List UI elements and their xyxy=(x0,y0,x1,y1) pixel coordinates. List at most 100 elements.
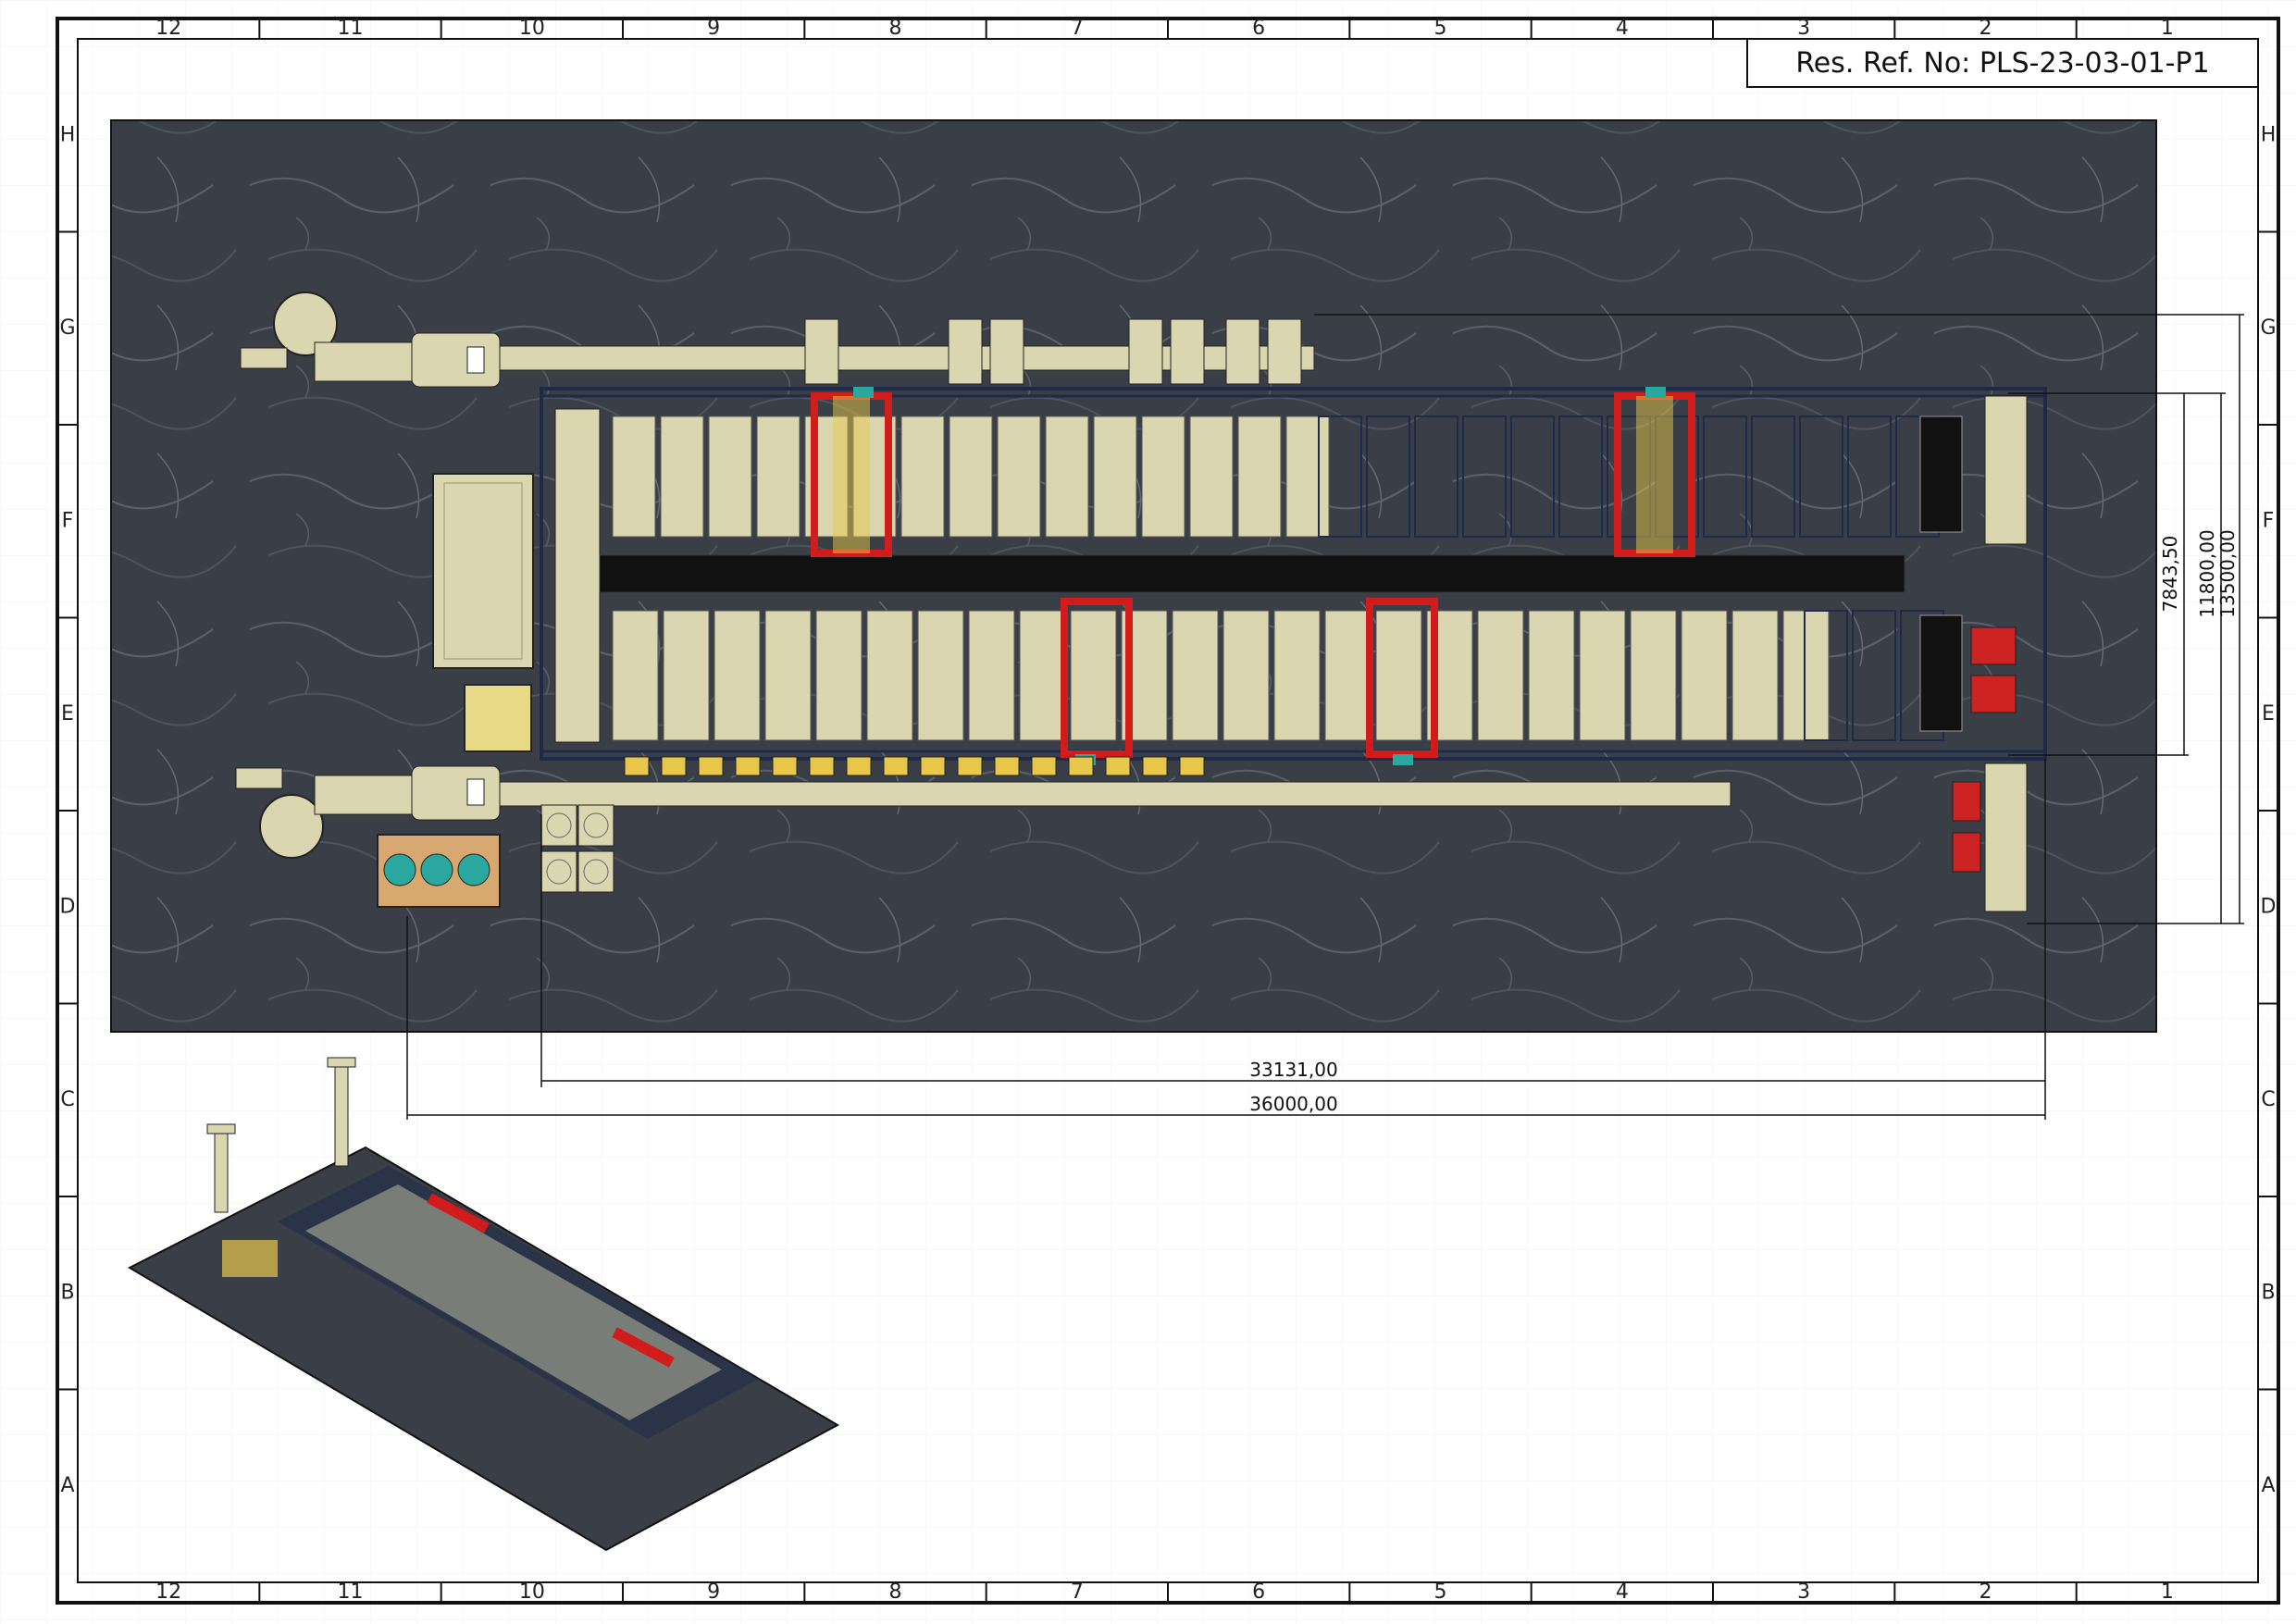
exhaust-fan-bottom xyxy=(259,794,324,859)
process-tank xyxy=(1731,610,1779,741)
row-label: F xyxy=(62,509,74,532)
dimension-mid-width: 11800,00 xyxy=(2196,529,2218,617)
transfer-cranes xyxy=(811,387,1695,765)
chiller-fans xyxy=(540,804,614,893)
pump-box xyxy=(1068,756,1094,776)
row-label: D xyxy=(60,895,76,918)
dosing-unit xyxy=(1128,318,1163,385)
dosing-unit xyxy=(948,318,983,385)
column-label: 4 xyxy=(1616,1581,1629,1604)
load-station xyxy=(554,408,601,743)
column-label: 8 xyxy=(889,17,902,40)
unload-station-top xyxy=(1984,395,2028,545)
row-label: B xyxy=(60,1281,74,1304)
row-label: A xyxy=(60,1474,74,1497)
process-tank xyxy=(917,610,964,741)
pump-box xyxy=(846,756,872,776)
process-tank xyxy=(764,610,812,741)
row-label: D xyxy=(2261,895,2277,918)
fan-icon xyxy=(546,812,572,838)
process-tank xyxy=(1172,610,1219,741)
column-label: 8 xyxy=(889,1581,902,1604)
process-tank xyxy=(1285,415,1330,538)
plating-line xyxy=(540,387,2047,912)
dryer-bottom xyxy=(1919,614,1963,732)
pump-box xyxy=(1142,756,1168,776)
reference-number: Res. Ref. No: PLS-23-03-01-P1 xyxy=(1795,47,2209,80)
process-tank xyxy=(714,610,761,741)
pump-box xyxy=(624,756,650,776)
column-label: 11 xyxy=(338,17,364,40)
process-tank xyxy=(968,610,1015,741)
column-label: 4 xyxy=(1616,17,1629,40)
dimension-total-length: 36000,00 xyxy=(1249,1093,1337,1115)
row-label: C xyxy=(2261,1088,2275,1111)
dimension-line-width: 7843,50 xyxy=(2159,536,2181,613)
row-label: F xyxy=(2263,509,2275,532)
dimension-total-width: 13500,00 xyxy=(2216,529,2239,617)
center-walkway xyxy=(599,554,1905,593)
scrubber-bottom xyxy=(411,765,501,821)
pump-box xyxy=(772,756,798,776)
dosing-unit xyxy=(1170,318,1205,385)
process-tank xyxy=(660,415,704,538)
column-label: 3 xyxy=(1797,17,1810,40)
pump-box xyxy=(920,756,946,776)
row-label: G xyxy=(2260,316,2276,340)
rectifier-cabinet xyxy=(432,473,534,669)
side-equipment xyxy=(377,473,614,908)
process-tank xyxy=(1477,610,1524,741)
pump-boxes xyxy=(624,756,1205,776)
column-label: 7 xyxy=(1071,1581,1084,1604)
pump-box xyxy=(1031,756,1057,776)
pump-box xyxy=(957,756,983,776)
row-label: H xyxy=(2261,123,2277,146)
unload-station-bottom xyxy=(1984,762,2028,912)
pump-box xyxy=(1179,756,1205,776)
dosing-unit xyxy=(1267,318,1302,385)
top-dosing-units xyxy=(804,318,1302,385)
column-label: 7 xyxy=(1071,17,1084,40)
scrubber-top xyxy=(411,332,501,388)
column-label: 1 xyxy=(2161,1581,2174,1604)
process-tank xyxy=(900,415,945,538)
top-exhaust-duct xyxy=(240,291,1315,388)
row-label: E xyxy=(2262,702,2275,725)
row-label: B xyxy=(2261,1281,2275,1304)
title-block: Res. Ref. No: PLS-23-03-01-P1 xyxy=(1746,38,2259,88)
column-label: 10 xyxy=(519,17,545,40)
row-label: H xyxy=(60,123,76,146)
row-label: G xyxy=(59,316,75,340)
process-tank xyxy=(1273,610,1321,741)
process-tank xyxy=(1093,415,1137,538)
pump-box xyxy=(698,756,724,776)
process-tank xyxy=(1019,610,1066,741)
column-label: 9 xyxy=(707,17,720,40)
process-tank xyxy=(1045,415,1089,538)
fan-icon xyxy=(546,859,572,885)
pump-box xyxy=(1105,756,1131,776)
column-label: 5 xyxy=(1434,1581,1447,1604)
process-tank xyxy=(1189,415,1234,538)
fan-icon xyxy=(583,812,609,838)
row-label: E xyxy=(61,702,74,725)
process-tank xyxy=(815,610,863,741)
process-tank xyxy=(949,415,993,538)
dosing-unit xyxy=(1225,318,1260,385)
tank-row-top xyxy=(612,415,1330,538)
column-label: 6 xyxy=(1252,1581,1265,1604)
column-label: 12 xyxy=(155,1581,181,1604)
process-tank xyxy=(1324,610,1371,741)
process-tank xyxy=(1237,415,1282,538)
column-label: 2 xyxy=(1980,1581,1992,1604)
row-label: C xyxy=(60,1088,74,1111)
column-label: 9 xyxy=(707,1581,720,1604)
process-tank xyxy=(756,415,800,538)
process-tank xyxy=(708,415,752,538)
dimension-lines xyxy=(406,314,2244,1120)
tank-row-bottom xyxy=(612,610,1830,741)
column-label: 6 xyxy=(1252,17,1265,40)
